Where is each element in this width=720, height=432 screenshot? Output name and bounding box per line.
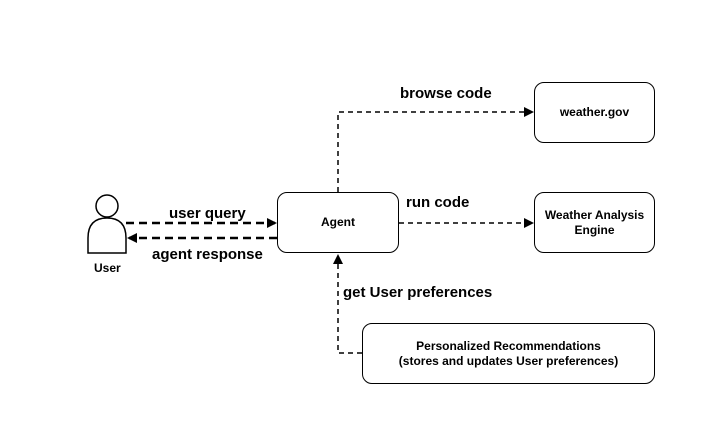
browse-code-arrow: [337, 107, 534, 192]
browse-code-label: browse code: [400, 85, 492, 102]
weather-gov-node-label: weather.gov: [559, 105, 630, 119]
recommendations-node-label-line1: Personalized Recommendations: [416, 338, 601, 353]
engine-node-label-line2: Engine: [574, 222, 615, 237]
personalized-recommendations-node: Personalized Recommendations (stores and…: [362, 323, 655, 384]
user-query-label: user query: [169, 205, 246, 222]
get-preferences-label: get User preferences: [343, 284, 493, 301]
agent-response-label: agent response: [152, 246, 263, 263]
get-preferences-arrow: [333, 254, 362, 354]
weather-gov-node: weather.gov: [534, 82, 655, 143]
weather-analysis-engine-node: Weather Analysis Engine: [534, 192, 655, 253]
run-code-label: run code: [406, 194, 470, 211]
user-actor-icon: [87, 194, 127, 254]
engine-node-label-line1: Weather Analysis: [544, 207, 645, 222]
agent-node-label: Agent: [321, 215, 355, 229]
user-actor-label: User: [94, 261, 121, 275]
recommendations-node-label-line2: (stores and updates User preferences): [398, 353, 619, 368]
agent-node: Agent: [277, 192, 399, 253]
